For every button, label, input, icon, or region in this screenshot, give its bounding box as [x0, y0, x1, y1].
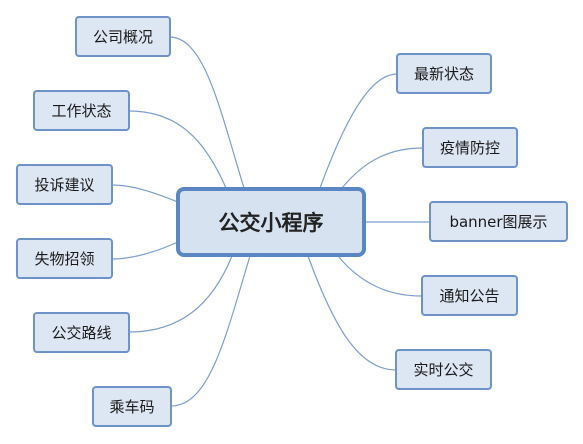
connector-left-2 — [128, 110, 227, 189]
branch-right-2[interactable]: 疫情防控 — [422, 127, 518, 168]
branch-left-1[interactable]: 公司概况 — [75, 16, 171, 57]
branch-right-5[interactable]: 实时公交 — [395, 349, 492, 390]
branch-right-3[interactable]: banner图展示 — [429, 201, 568, 242]
branch-left-2[interactable]: 工作状态 — [33, 90, 130, 131]
branch-left-6[interactable]: 乘车码 — [92, 386, 172, 427]
connector-left-4 — [111, 241, 179, 260]
branch-right-1[interactable]: 最新状态 — [396, 53, 492, 94]
connector-left-6 — [170, 255, 251, 407]
connector-right-1 — [319, 73, 398, 189]
branch-left-4[interactable]: 失物招领 — [16, 238, 113, 279]
branch-right-4[interactable]: 通知公告 — [421, 275, 518, 316]
connector-left-3 — [111, 184, 179, 203]
connector-left-1 — [169, 36, 245, 189]
connector-right-2 — [341, 147, 424, 189]
connector-left-5 — [128, 255, 233, 333]
branch-left-3[interactable]: 投诉建议 — [16, 164, 113, 205]
connector-right-4 — [337, 255, 423, 297]
central-topic[interactable]: 公交小程序 — [176, 187, 366, 257]
connector-right-5 — [307, 255, 397, 371]
branch-left-5[interactable]: 公交路线 — [33, 312, 130, 353]
